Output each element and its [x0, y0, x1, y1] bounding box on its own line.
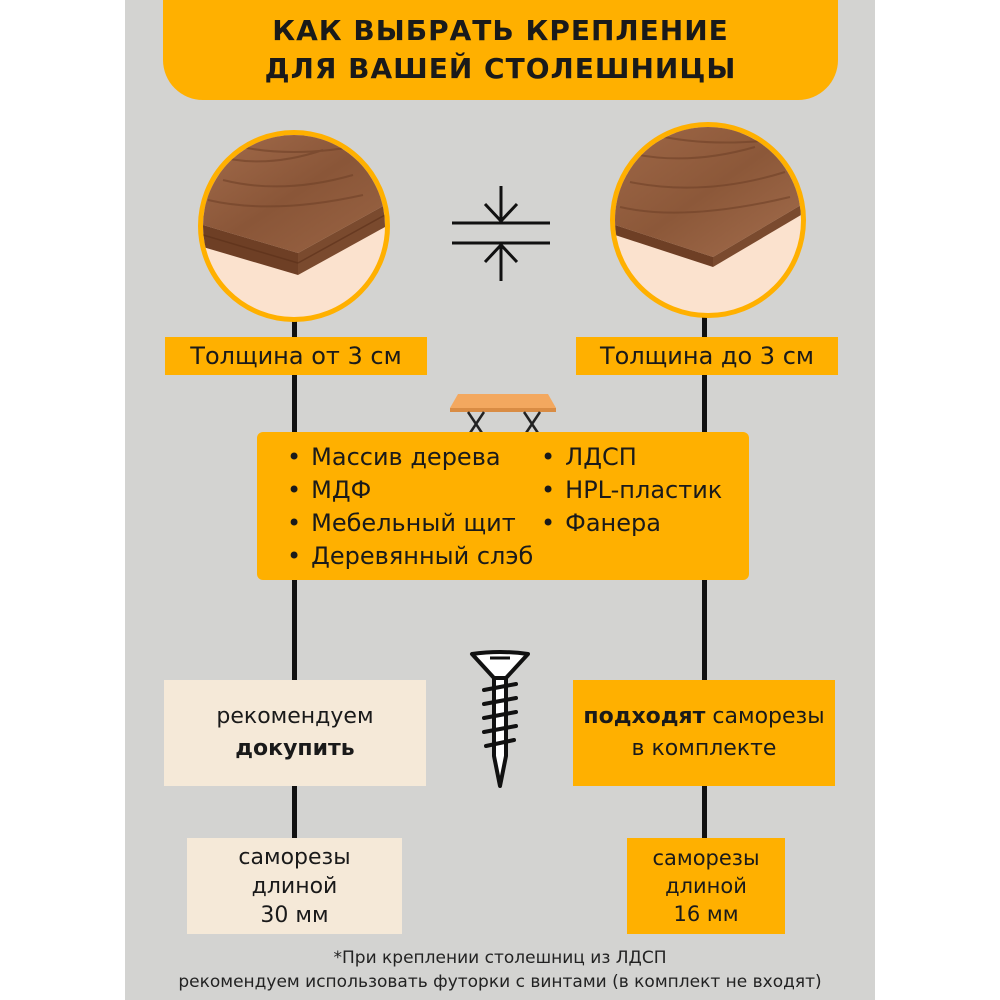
len-left-line2: длиной: [251, 873, 338, 899]
thin-board-illustration: [615, 127, 801, 267]
thickness-compare-icon: [452, 186, 550, 281]
thick-board-illustration: [203, 135, 385, 275]
material-item: •МДФ: [287, 476, 372, 504]
rec-right-line1: подходят саморезы: [583, 704, 825, 729]
footnote: *При креплении столешниц из ЛДСП рекомен…: [125, 946, 875, 994]
screw-icon: [470, 650, 530, 788]
len-right-line2: длиной: [665, 874, 747, 898]
material-item: •Фанера: [541, 509, 661, 537]
left-screw-length-box: саморезы длиной 30 мм: [187, 838, 402, 934]
material-item: •Деревянный слэб: [287, 542, 534, 570]
material-item: •Массив дерева: [287, 443, 501, 471]
table-icon: [450, 394, 556, 437]
len-left-line1: саморезы: [238, 844, 351, 870]
right-recommendation-box: подходят саморезы в комплекте: [573, 680, 835, 786]
len-right-line1: саморезы: [652, 846, 760, 870]
len-left-line3: 30 мм: [260, 902, 329, 928]
len-right-line3: 16 мм: [673, 902, 739, 926]
material-item: •Мебельный щит: [287, 509, 516, 537]
left-connector-line: [292, 300, 297, 860]
rec-right-line2: в комплекте: [631, 736, 777, 761]
header-banner: КАК ВЫБРАТЬ КРЕПЛЕНИЕ ДЛЯ ВАШЕЙ СТОЛЕШНИ…: [163, 0, 838, 100]
rec-left-line2: докупить: [235, 736, 355, 761]
right-connector-line: [702, 300, 707, 860]
materials-box: •Массив дерева •МДФ •Мебельный щит •Дере…: [257, 432, 749, 580]
left-thickness-label: Толщина от 3 см: [165, 337, 427, 375]
right-screw-length-box: саморезы длиной 16 мм: [627, 838, 785, 934]
wood-sample-thin: [610, 122, 806, 318]
footnote-line1: *При креплении столешниц из ЛДСП: [333, 948, 667, 968]
material-item: •HPL-пластик: [541, 476, 723, 504]
title-line-2: ДЛЯ ВАШЕЙ СТОЛЕШНИЦЫ: [264, 52, 737, 85]
rec-left-line1: рекомендуем: [216, 704, 374, 729]
left-recommendation-box: рекомендуем докупить: [164, 680, 426, 786]
right-thickness-label: Толщина до 3 см: [576, 337, 838, 375]
footnote-line2: рекомендуем использовать футорки с винта…: [178, 972, 822, 992]
material-item: •ЛДСП: [541, 443, 637, 471]
wood-sample-thick: [198, 130, 390, 322]
title-line-1: КАК ВЫБРАТЬ КРЕПЛЕНИЕ: [272, 14, 729, 47]
